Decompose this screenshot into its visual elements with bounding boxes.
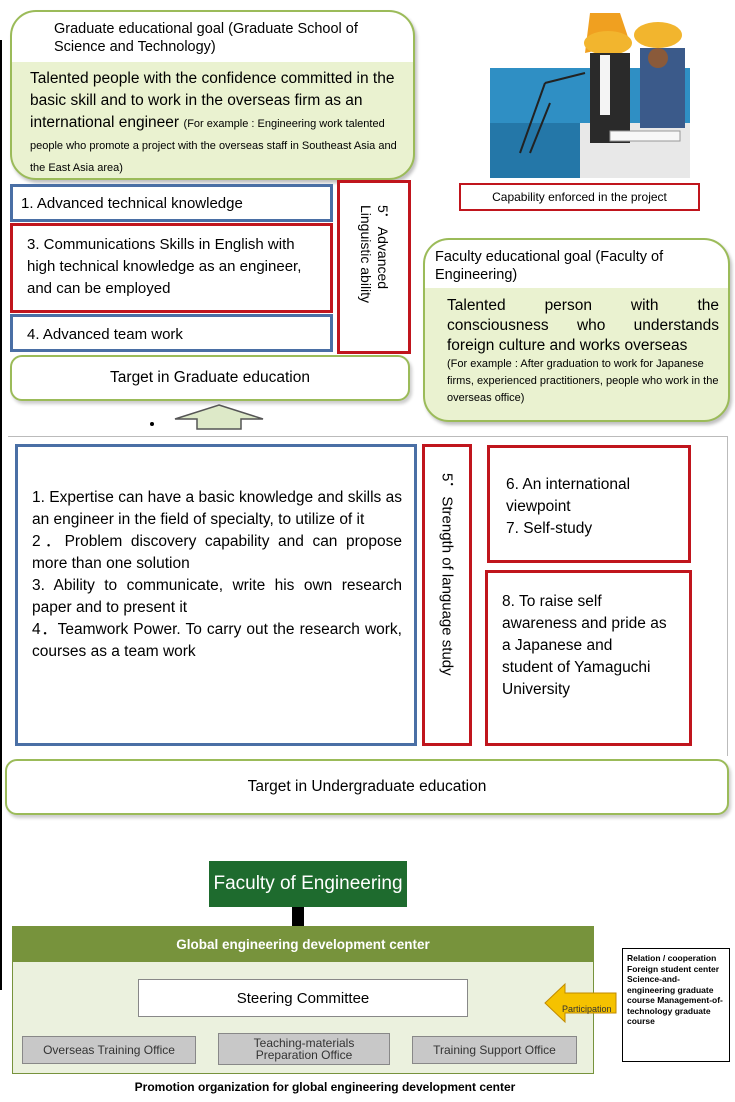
faculty-goal-header: Faculty educational goal (Faculty of Eng… xyxy=(425,240,728,288)
faculty-goal-title: Faculty educational goal (Faculty of Eng… xyxy=(435,249,664,283)
undergrad-item-2: 2．Problem discovery capability and can p… xyxy=(32,533,402,572)
graduate-goal-panel: Graduate educational goal (Graduate Scho… xyxy=(10,10,415,180)
graduate-goal-example: (For example : Engineering work talented… xyxy=(30,118,397,174)
caption: Promotion organization for global engine… xyxy=(134,1080,516,1094)
left-border-line xyxy=(0,40,2,990)
graduate-goal-title: Graduate educational goal (Graduate Scho… xyxy=(54,21,358,55)
training-support-office: Training Support Office xyxy=(412,1036,577,1064)
engineers-illustration xyxy=(490,13,690,178)
undergrad-item-7: 7. Self-study xyxy=(506,520,593,537)
divider-line xyxy=(8,436,728,437)
faculty-engineering-box: Faculty of Engineering xyxy=(209,861,407,907)
faculty-goal-panel: Faculty educational goal (Faculty of Eng… xyxy=(423,238,730,422)
graduate-goal-main: Talented people with the confidence comm… xyxy=(30,70,395,131)
overseas-training-office: Overseas Training Office xyxy=(22,1036,196,1064)
graduate-goal-header: Graduate educational goal (Graduate Scho… xyxy=(12,12,413,62)
undergrad-item-5: 5．Strength of language study xyxy=(422,444,472,746)
capability-project-label: Capability enforced in the project xyxy=(459,183,700,211)
undergrad-item-8: 8. To raise self awareness and pride as … xyxy=(485,570,692,746)
undergrad-item-4: 4．Teamwork Power. To carry out the resea… xyxy=(32,621,402,660)
graduate-goal-body: Talented people with the confidence comm… xyxy=(30,68,410,178)
relation-cooperation-box: Relation / cooperation Foreign student c… xyxy=(622,948,730,1062)
up-arrow-icon xyxy=(173,403,265,431)
undergrad-item-3: 3. Ability to communicate, write his own… xyxy=(32,577,402,616)
faculty-goal-example: (For example : After graduation to work … xyxy=(447,358,719,404)
target-undergrad-bar: Target in Undergraduate education xyxy=(5,759,729,815)
target-graduate-bar: Target in Graduate education xyxy=(10,355,410,401)
development-center-header: Global engineering development center xyxy=(13,927,593,962)
undergrad-item-6: 6. An international viewpoint xyxy=(506,476,631,515)
faculty-goal-body: Talented person with the consciousness w… xyxy=(447,296,719,407)
participation-label: Participation xyxy=(562,1004,612,1014)
undergrad-item-6-7: 6. An international viewpoint 7. Self-st… xyxy=(487,445,691,563)
teaching-materials-office: Teaching-materials Preparation Office xyxy=(218,1033,390,1065)
undergrad-item-1: 1. Expertise can have a basic knowledge … xyxy=(32,489,402,528)
graduate-item-1: 1. Advanced technical knowledge xyxy=(10,184,333,222)
participation-arrow-icon xyxy=(543,982,618,1024)
graduate-item-5: 5．Advanced Linguistic ability xyxy=(337,180,411,354)
steering-committee-box: Steering Committee xyxy=(138,979,468,1017)
connector-line xyxy=(292,907,304,927)
right-border-line xyxy=(727,436,728,756)
graduate-item-4: 4. Advanced team work xyxy=(10,314,333,352)
faculty-goal-main: Talented person with the consciousness w… xyxy=(447,297,719,354)
undergrad-items-box: 1. Expertise can have a basic knowledge … xyxy=(15,444,417,746)
graduate-item-3: 3. Communications Skills in English with… xyxy=(10,223,333,313)
dot-mark xyxy=(150,422,154,426)
